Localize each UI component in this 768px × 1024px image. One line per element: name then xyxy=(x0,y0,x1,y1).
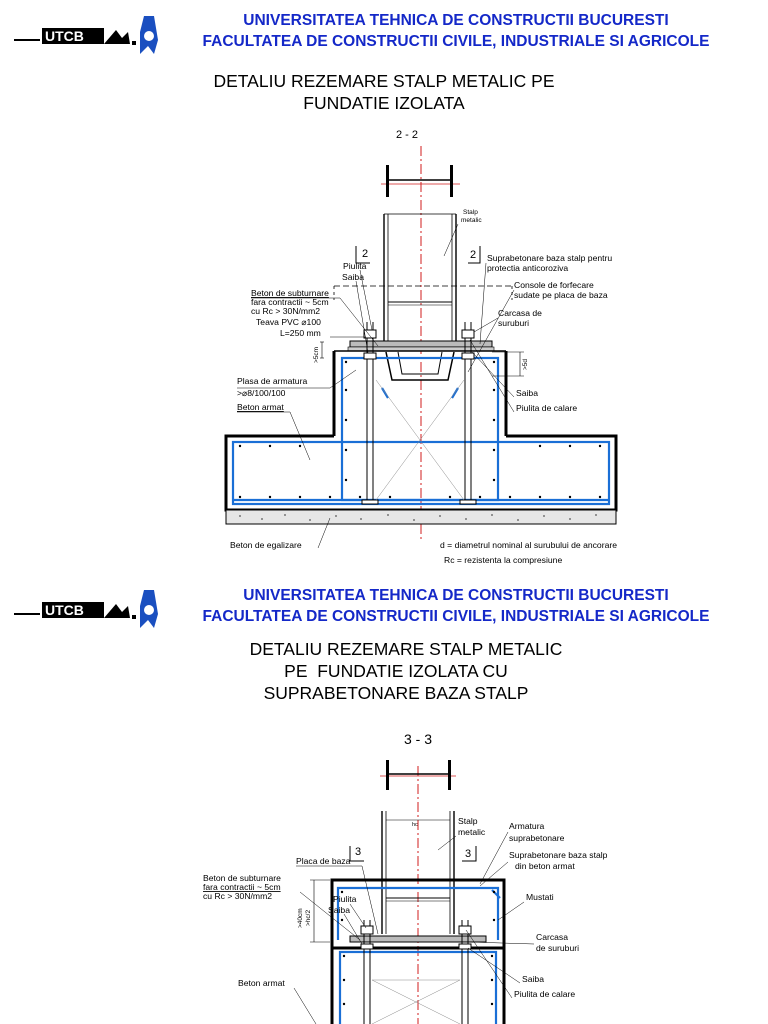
university-line: UNIVERSITATEA TEHNICA DE CONSTRUCTII BUC… xyxy=(243,12,669,29)
cut-mark-right: 3 xyxy=(465,848,471,860)
label-supra-1: Suprabetonare baza stalp xyxy=(509,850,608,860)
note-d: d = diametrul nominal al surubului de an… xyxy=(440,540,617,550)
label-console-1: Console de forfecare xyxy=(514,280,594,290)
base-plate xyxy=(349,935,487,943)
label-carcasa-2: suruburi xyxy=(498,318,529,328)
anchor-bolts xyxy=(360,920,472,1024)
cut-mark-left: 2 xyxy=(362,248,368,260)
label-saiba-right: Saiba xyxy=(522,974,544,984)
dim-5d: >5d xyxy=(522,359,529,370)
faculty-line: FACULTATEA DE CONSTRUCTII CIVILE, INDUST… xyxy=(202,608,710,625)
university-line: UNIVERSITATEA TEHNICA DE CONSTRUCTII BUC… xyxy=(243,587,669,604)
utcb-logo: UTCB xyxy=(14,590,158,628)
utcb-logo: UTCB xyxy=(14,16,158,54)
label-piulita: Piulita xyxy=(333,894,357,904)
detail-title-line-3: SUPRABETONARE BAZA STALP xyxy=(263,683,529,703)
label-supra-1: Suprabetonare baza stalp pentru xyxy=(487,253,612,263)
label-saiba: Saiba xyxy=(328,905,350,915)
label-plasa-2: >⌀8/100/100 xyxy=(237,388,286,398)
label-supra-2: din beton armat xyxy=(515,861,575,871)
label-console-2: sudate pe placa de baza xyxy=(514,290,608,300)
label-beton-armat: Beton armat xyxy=(237,402,284,412)
section-label: 3 - 3 xyxy=(404,731,432,747)
svg-text:UTCB: UTCB xyxy=(45,602,84,618)
label-beton-armat: Beton armat xyxy=(238,978,285,988)
steel-column xyxy=(381,811,455,934)
section-label: 2 - 2 xyxy=(396,129,418,141)
detail-title-line-1: DETALIU REZEMARE STALP METALIC xyxy=(249,639,563,659)
steel-column xyxy=(383,213,457,346)
label-armatura-1: Armatura xyxy=(509,821,545,831)
label-teava: Teava PVC ⌀100 xyxy=(256,317,321,327)
label-armatura-2: suprabetonare xyxy=(509,833,565,843)
note-rc: Rc = rezistenta la compresiune xyxy=(444,555,562,565)
svg-text:UTCB: UTCB xyxy=(45,28,84,44)
dim-5cm: >5cm xyxy=(313,347,320,363)
reinforcement xyxy=(231,356,611,506)
label-saiba: Saiba xyxy=(342,272,364,282)
footing xyxy=(224,434,618,525)
label-placa: Placa de baza xyxy=(296,856,351,866)
detail-drawing-2-2: 2 - 2 xyxy=(224,129,618,565)
label-stalp: Stalp xyxy=(463,209,478,216)
label-carcasa-2: de suruburi xyxy=(536,943,579,953)
detail-drawing-3-3: 3 - 3 hc xyxy=(203,731,608,1024)
label-beton-sub-1: Beton de subturnare xyxy=(251,288,329,298)
label-beton-sub-3: cu Rc > 30N/mm2 xyxy=(203,891,272,901)
label-beton-sub-2: fara contractii ~ 5cm xyxy=(203,882,281,892)
label-metalic: metalic xyxy=(461,217,482,224)
label-stalp: Stalp xyxy=(458,816,478,826)
label-piulita: Piulita xyxy=(343,261,367,271)
detail-title-line-2: PE FUNDATIE IZOLATA CU xyxy=(284,661,508,681)
pedestal xyxy=(332,350,508,436)
label-piulita-calare: Piulita de calare xyxy=(514,989,575,999)
dim-40cm: >40cm xyxy=(297,908,304,928)
label-carcasa-1: Carcasa xyxy=(536,932,568,942)
dim-hc: hc xyxy=(412,822,418,828)
label-beton-sub-3: cu Rc > 30N/mm2 xyxy=(251,306,320,316)
encasement xyxy=(330,878,506,950)
detail-sheet-1: UTCB UNIVERSITATEA TEHNICA DE CONSTRUCTI… xyxy=(14,12,710,565)
label-beton-sub-1: Beton de subturnare xyxy=(203,873,281,883)
label-mustati: Mustati xyxy=(526,892,554,902)
anchor-bolts xyxy=(361,322,477,505)
label-supra-2: protectia anticoroziva xyxy=(487,263,568,273)
cut-mark-left: 3 xyxy=(355,846,361,858)
label-carcasa-1: Carcasa de xyxy=(498,308,542,318)
faculty-line: FACULTATEA DE CONSTRUCTII CIVILE, INDUST… xyxy=(202,33,710,50)
dim-hc-half: >hc/2 xyxy=(305,910,312,926)
label-saiba-right: Saiba xyxy=(516,388,538,398)
detail-sheet-2: UTCB UNIVERSITATEA TEHNICA DE CONSTRUCTI… xyxy=(0,580,768,1024)
label-piulita-calare: Piulita de calare xyxy=(516,403,577,413)
cut-mark-right: 2 xyxy=(470,249,476,261)
label-plasa-1: Plasa de armatura xyxy=(237,376,307,386)
detail-title-line-1: DETALIU REZEMARE STALP METALIC PE xyxy=(213,71,555,91)
label-metalic: metalic xyxy=(458,827,486,837)
label-beton-sub-2: fara contractii ~ 5cm xyxy=(251,297,329,307)
label-beton-egal: Beton de egalizare xyxy=(230,540,302,550)
label-teava-l: L=250 mm xyxy=(280,328,321,338)
detail-title-line-2: FUNDATIE IZOLATA xyxy=(303,93,465,113)
